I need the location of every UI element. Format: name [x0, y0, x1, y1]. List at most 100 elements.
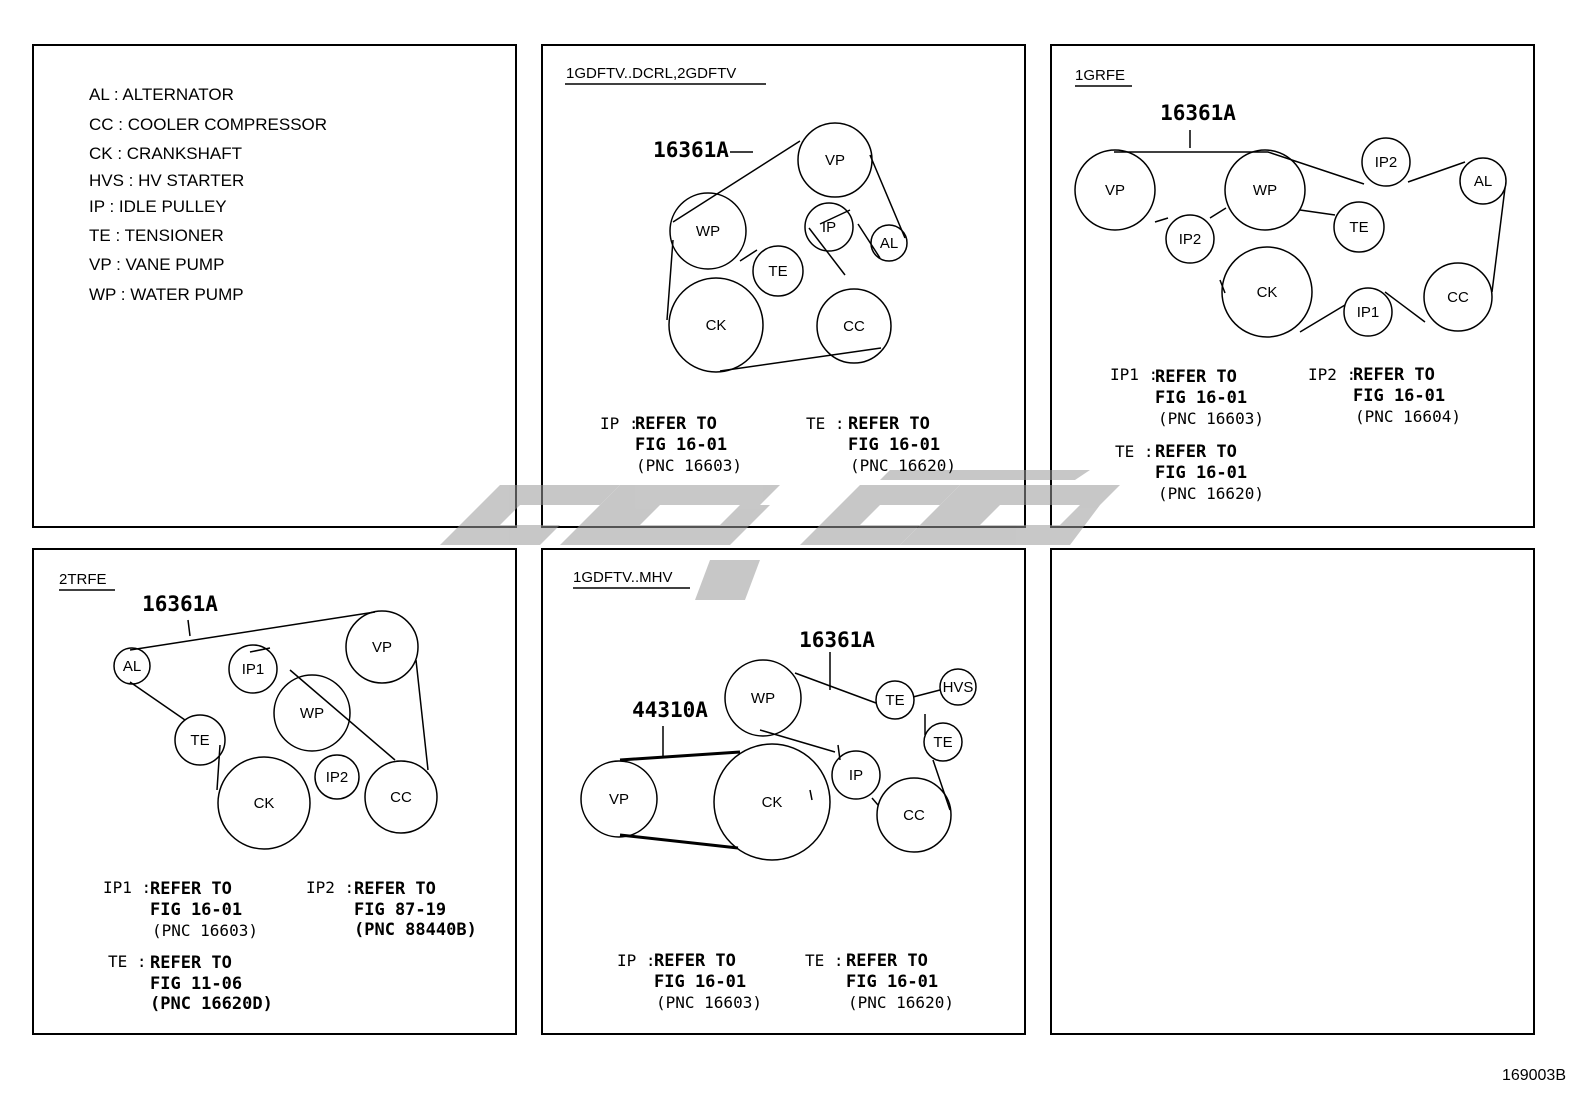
pulley-label: TE: [1349, 219, 1368, 236]
pulley-ip1: [1343, 287, 1393, 337]
engine-code: 1GRFE: [1075, 67, 1125, 84]
engine-code: 1GDFTV..MHV: [573, 569, 672, 586]
svg-text:IP :: IP :: [617, 951, 656, 970]
svg-text:(PNC 16620): (PNC 16620): [848, 993, 954, 1012]
svg-text:TE :: TE :: [108, 952, 147, 971]
pulley-ip: [804, 202, 854, 252]
pulley-te: [752, 245, 804, 297]
empty-panel: [1050, 548, 1535, 1035]
pulley-label: IP2: [1375, 154, 1398, 171]
pulley-cc: [1423, 262, 1493, 332]
pulley-wp: [273, 674, 351, 752]
pulley-label: IP: [849, 767, 863, 784]
pulley-wp: [669, 192, 747, 270]
pulley-label: CK: [1257, 284, 1278, 301]
pulley-label: WP: [751, 690, 775, 707]
legend-item: CC : COOLER COMPRESSOR: [89, 115, 327, 134]
diagram-1gdftv-dcrl: 1GDFTV..DCRL,2GDFTV 16361A VP WP IP AL T…: [565, 65, 956, 475]
pulley-label: AL: [880, 235, 898, 252]
pulley-vp: [1074, 149, 1156, 231]
pulley-ip2: [1165, 214, 1215, 264]
pulley-label: WP: [696, 223, 720, 240]
leader-line: [662, 652, 831, 758]
pulley-ip2: [1361, 137, 1411, 187]
pulley-label: VP: [825, 152, 845, 169]
svg-text:IP2 :: IP2 :: [1308, 365, 1356, 384]
svg-text:(PNC 16603): (PNC 16603): [152, 921, 258, 940]
svg-text:TE :: TE :: [806, 414, 845, 433]
watermark-logo: [440, 470, 1120, 600]
legend-item: CK : CRANKSHAFT: [89, 144, 242, 163]
svg-text:(PNC 16604): (PNC 16604): [1355, 407, 1461, 426]
svg-text:(PNC 88440B): (PNC 88440B): [354, 920, 477, 940]
svg-text:(PNC 16620): (PNC 16620): [1158, 484, 1264, 503]
pulley-label: IP2: [326, 769, 349, 786]
svg-text:IP1 :: IP1 :: [103, 878, 151, 897]
svg-text:FIG 16-01: FIG 16-01: [635, 435, 727, 455]
engine-code: 2TRFE: [59, 571, 107, 588]
svg-text:(PNC 16620D): (PNC 16620D): [150, 994, 273, 1014]
pulley-te: [1333, 201, 1385, 253]
svg-text:(PNC 16603): (PNC 16603): [1158, 409, 1264, 428]
svg-text:REFER TO: REFER TO: [848, 414, 930, 434]
pulley-label: CK: [762, 794, 783, 811]
note-te: TE : REFER TO FIG 11-06 (PNC 16620D): [108, 952, 273, 1014]
note-ip1: IP1 : REFER TO FIG 16-01 (PNC 16603): [103, 878, 258, 940]
legend-panel: [32, 44, 517, 528]
note-ip1: IP1 : REFER TO FIG 16-01 (PNC 16603): [1110, 365, 1264, 428]
pulley-ck: [713, 743, 831, 861]
pulley-label: VP: [1105, 182, 1125, 199]
pulley-label: IP2: [1179, 231, 1202, 248]
diagram-2trfe: 2TRFE 16361A AL VP IP1 WP TE CK IP2 CC I…: [59, 571, 477, 1014]
svg-text:IP1 :: IP1 :: [1110, 365, 1158, 384]
note-ip: IP : REFER TO FIG 16-01 (PNC 16603): [617, 951, 762, 1012]
svg-text:REFER TO: REFER TO: [654, 951, 736, 971]
svg-text:TE :: TE :: [805, 951, 844, 970]
svg-text:(PNC 16603): (PNC 16603): [656, 993, 762, 1012]
pulley-label: IP1: [242, 661, 265, 678]
svg-text:(PNC 16603): (PNC 16603): [636, 456, 742, 475]
svg-text:REFER TO: REFER TO: [150, 953, 232, 973]
part-number-label: 16361A: [1160, 101, 1236, 125]
legend-item: TE : TENSIONER: [89, 226, 224, 245]
pulley-label: HVS: [943, 679, 974, 696]
part-number-label: 16361A: [142, 592, 218, 616]
pulley-te: [923, 722, 963, 762]
pulley-wp: [1224, 149, 1306, 231]
pulley-ck: [668, 277, 764, 373]
note-te: TE : REFER TO FIG 16-01 (PNC 16620): [805, 951, 954, 1012]
figure-id: 169003B: [1501, 1067, 1566, 1084]
part-number-label: 16361A: [653, 138, 729, 162]
pulley-al: [1459, 157, 1507, 205]
part-number-label: 44310A: [632, 698, 708, 722]
diagram-1grfe: 1GRFE 16361A VP WP IP2 AL IP2 TE CK IP1 …: [1074, 67, 1507, 503]
pulley-cc: [816, 288, 892, 364]
pulley-label: WP: [300, 705, 324, 722]
svg-text:FIG 16-01: FIG 16-01: [150, 900, 242, 920]
pulley-ip1: [228, 644, 278, 694]
pulley-label: CK: [706, 317, 727, 334]
svg-text:REFER TO: REFER TO: [846, 951, 928, 971]
belt-44310a: [619, 750, 741, 850]
panel-1gdftv-mhv: [541, 548, 1026, 1035]
pulley-label: CC: [390, 789, 412, 806]
pulley-label: VP: [372, 639, 392, 656]
svg-text:IP2 :: IP2 :: [306, 878, 354, 897]
legend-item: IP : IDLE PULLEY: [89, 197, 227, 216]
panel-1grfe: [1050, 44, 1535, 528]
svg-text:REFER TO: REFER TO: [635, 414, 717, 434]
pulley-label: CC: [843, 318, 865, 335]
pulley-label: TE: [768, 263, 787, 280]
svg-text:FIG 11-06: FIG 11-06: [150, 974, 242, 994]
svg-text:IP :: IP :: [600, 414, 639, 433]
svg-text:FIG 87-19: FIG 87-19: [354, 900, 446, 920]
pulley-al: [870, 224, 908, 262]
note-te: TE : REFER TO FIG 16-01 (PNC 16620): [1115, 442, 1264, 503]
pulley-label: IP1: [1357, 304, 1380, 321]
svg-text:REFER TO: REFER TO: [1353, 365, 1435, 385]
legend-item: AL : ALTERNATOR: [89, 85, 234, 104]
svg-text:REFER TO: REFER TO: [354, 879, 436, 899]
pulley-vp: [345, 610, 419, 684]
svg-text:FIG 16-01: FIG 16-01: [654, 972, 746, 992]
